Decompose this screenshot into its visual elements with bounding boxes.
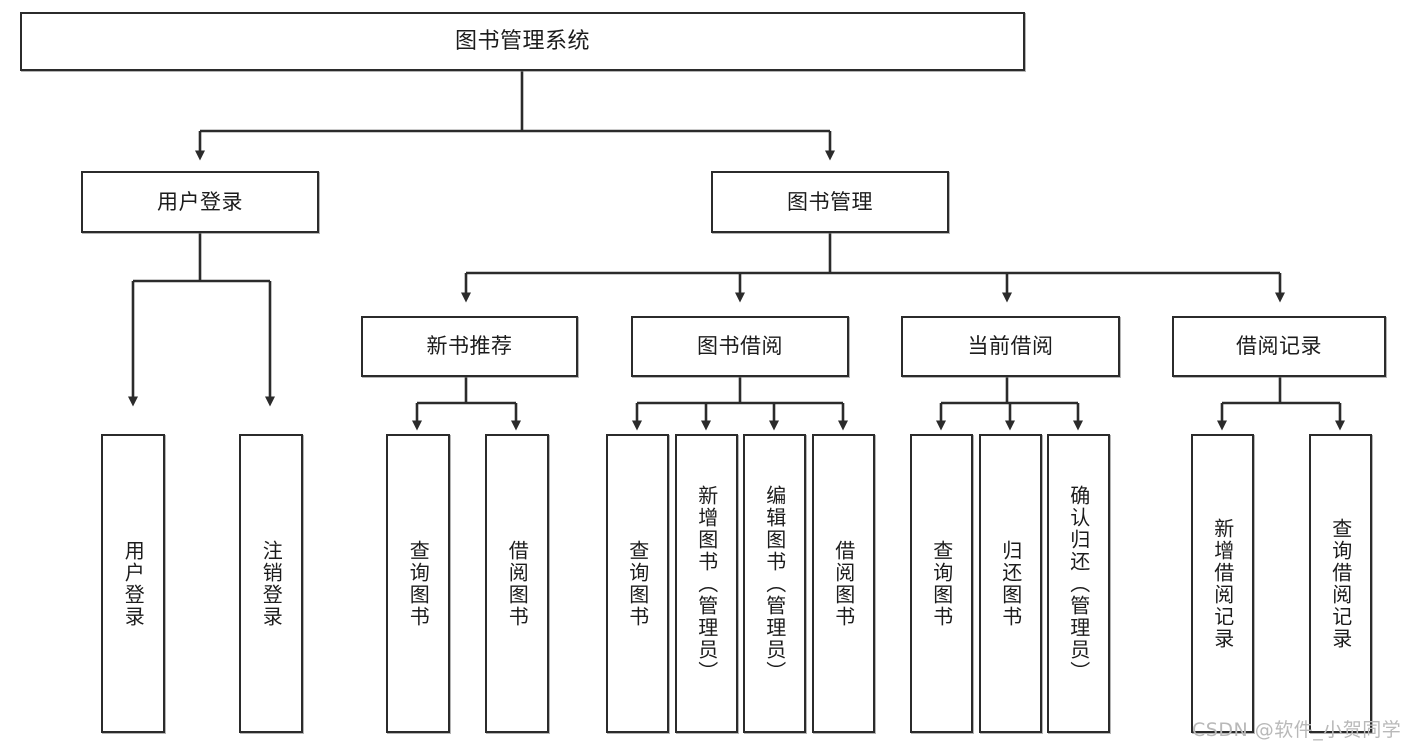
node-label: 新增借阅记录 (1210, 517, 1235, 650)
node-label: 用户登录 (121, 539, 146, 628)
node-label: 当前借阅 (967, 334, 1054, 359)
node-label: 查询图书 (625, 539, 650, 628)
node-label: 查询图书 (406, 539, 431, 628)
leaf-edit-book[interactable]: 编辑图书（管理员） (743, 434, 806, 733)
node-label: 图书管理系统 (454, 28, 590, 54)
node-label: 借阅记录 (1236, 334, 1322, 359)
node-label: 借阅图书 (505, 539, 530, 628)
node-label: 用户登录 (157, 189, 243, 214)
node-label: 查询借阅记录 (1328, 517, 1353, 650)
node-book-management-system[interactable]: 图书管理系统 (20, 12, 1025, 71)
node-book-manage[interactable]: 图书管理 (711, 171, 949, 233)
node-label: 查询图书 (929, 539, 954, 628)
node-borrow-record[interactable]: 借阅记录 (1172, 316, 1386, 377)
node-label: 编辑图书（管理员） (762, 484, 787, 683)
node-label: 确认归还（管理员） (1066, 484, 1091, 683)
leaf-confirm-return[interactable]: 确认归还（管理员） (1047, 434, 1110, 733)
node-book-borrow[interactable]: 图书借阅 (631, 316, 849, 377)
node-label: 图书借阅 (697, 334, 783, 359)
node-label: 注销登录 (259, 539, 284, 628)
node-user-login[interactable]: 用户登录 (81, 171, 319, 233)
node-label: 借阅图书 (831, 539, 856, 628)
leaf-query-book-1[interactable]: 查询图书 (386, 434, 450, 733)
leaf-query-book-2[interactable]: 查询图书 (606, 434, 669, 733)
node-label: 新书推荐 (426, 334, 513, 359)
node-label: 图书管理 (787, 189, 873, 214)
leaf-add-record[interactable]: 新增借阅记录 (1191, 434, 1254, 733)
leaf-query-record[interactable]: 查询借阅记录 (1309, 434, 1372, 733)
node-new-book-recommend[interactable]: 新书推荐 (361, 316, 578, 377)
node-label: 归还图书 (998, 539, 1023, 628)
node-current-borrow[interactable]: 当前借阅 (901, 316, 1120, 377)
leaf-logout-login[interactable]: 注销登录 (239, 434, 303, 733)
leaf-return-book[interactable]: 归还图书 (979, 434, 1042, 733)
leaf-add-book[interactable]: 新增图书（管理员） (675, 434, 738, 733)
leaf-borrow-book-2[interactable]: 借阅图书 (812, 434, 875, 733)
csdn-watermark: CSDN @软件_小贺同学 (1192, 719, 1402, 741)
leaf-user-login[interactable]: 用户登录 (101, 434, 165, 733)
node-label: 新增图书（管理员） (694, 484, 719, 683)
leaf-borrow-book-1[interactable]: 借阅图书 (485, 434, 549, 733)
leaf-query-book-3[interactable]: 查询图书 (910, 434, 973, 733)
